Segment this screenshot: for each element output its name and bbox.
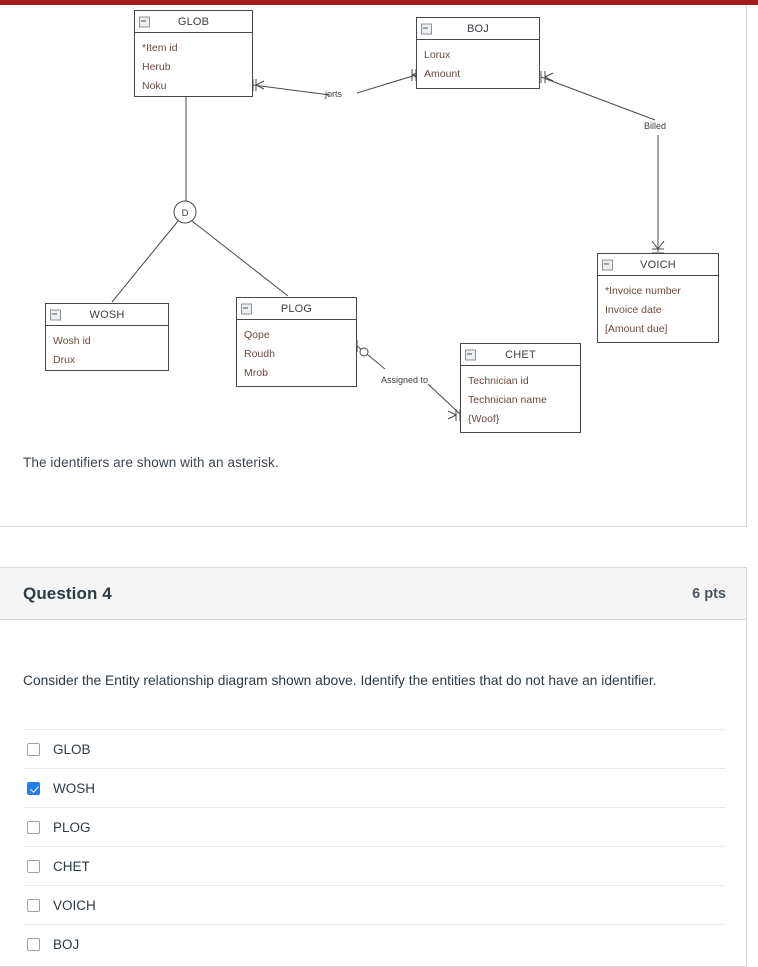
entity-attributes: Qope Roudh Mrob	[237, 320, 356, 388]
entity-glob[interactable]: GLOB *Item id Herub Noku	[134, 10, 253, 97]
entity-boj[interactable]: BOJ Lorux Amount	[416, 17, 540, 89]
entity-attribute: Invoice date	[605, 303, 662, 316]
entity-name: BOJ	[467, 22, 489, 35]
answer-option-plog[interactable]: PLOG	[23, 807, 726, 846]
entity-attribute: Wosh id	[53, 334, 91, 347]
checkbox-icon[interactable]	[27, 937, 40, 951]
entity-name: GLOB	[177, 15, 210, 28]
entity-header: WOSH	[46, 304, 168, 326]
entity-attribute: Drux	[53, 353, 76, 366]
answer-option-label: GLOB	[53, 741, 91, 757]
entity-attribute: Noku	[142, 79, 167, 92]
answer-option-label: BOJ	[53, 936, 80, 952]
answer-option-label: PLOG	[53, 819, 91, 835]
checkbox-icon[interactable]	[27, 898, 40, 912]
entity-name: VOICH	[640, 258, 676, 271]
relationship-label-billed: Billed	[644, 121, 667, 131]
entity-header: BOJ	[417, 18, 539, 40]
collapse-minus-icon[interactable]	[465, 349, 476, 360]
entity-attribute: Qope	[244, 328, 270, 341]
collapse-minus-icon[interactable]	[139, 16, 150, 27]
entity-name: PLOG	[280, 302, 313, 315]
entity-header: CHET	[461, 344, 580, 366]
question-prompt: Consider the Entity relationship diagram…	[23, 673, 657, 688]
entity-plog[interactable]: PLOG Qope Roudh Mrob	[236, 297, 357, 387]
answer-option-wosh[interactable]: WOSH	[23, 768, 726, 807]
question-header: Question 4 6 pts	[0, 568, 746, 620]
entity-attributes: *Invoice number Invoice date [Amount due…	[598, 276, 718, 344]
entity-attribute: Technician id	[468, 374, 529, 387]
entity-attribute: *Invoice number	[605, 284, 681, 297]
diagram-note: The identifiers are shown with an asteri…	[23, 455, 279, 470]
answer-option-chet[interactable]: CHET	[23, 846, 726, 885]
answer-option-label: CHET	[53, 858, 90, 874]
relationship-label-assigned-to: Assigned to	[381, 375, 429, 385]
entity-attribute: Roudh	[244, 347, 275, 360]
question-title: Question 4	[23, 583, 112, 603]
diagram-card: D GLOB *Item id Herub Noku BOJ Lorux Amo…	[0, 5, 747, 527]
checkbox-icon[interactable]	[27, 859, 40, 873]
entity-attribute: *Item id	[142, 41, 178, 54]
entity-attribute: Amount	[424, 67, 461, 80]
er-diagram: D GLOB *Item id Herub Noku BOJ Lorux Amo…	[0, 5, 746, 475]
er-connectors: D	[111, 69, 665, 421]
entity-attribute: {Woof}	[468, 412, 500, 425]
relationship-label-jorts: jorts	[325, 89, 343, 99]
collapse-minus-icon[interactable]	[241, 303, 252, 314]
entity-header: VOICH	[598, 254, 718, 276]
answer-option-boj[interactable]: BOJ	[23, 924, 726, 963]
answer-option-voich[interactable]: VOICH	[23, 885, 726, 924]
entity-voich[interactable]: VOICH *Invoice number Invoice date [Amou…	[597, 253, 719, 343]
entity-header: GLOB	[135, 11, 252, 33]
answer-option-glob[interactable]: GLOB	[23, 729, 726, 768]
collapse-minus-icon[interactable]	[421, 23, 432, 34]
answer-option-label: WOSH	[53, 780, 95, 796]
entity-attributes: Wosh id Drux	[46, 326, 168, 375]
checkbox-icon[interactable]	[27, 820, 40, 834]
svg-text:D: D	[182, 208, 189, 219]
entity-attributes: Lorux Amount	[417, 40, 539, 89]
entity-attributes: Technician id Technician name {Woof}	[461, 366, 580, 434]
entity-attribute: Lorux	[424, 48, 451, 61]
entity-header: PLOG	[237, 298, 356, 320]
entity-attributes: *Item id Herub Noku	[135, 33, 252, 101]
question-points: 6 pts	[692, 585, 726, 602]
checkbox-icon[interactable]	[27, 742, 40, 756]
entity-attribute: Herub	[142, 60, 171, 73]
collapse-minus-icon[interactable]	[602, 259, 613, 270]
question-card: Question 4 6 pts Consider the Entity rel…	[0, 567, 747, 967]
entity-attribute: Technician name	[468, 393, 547, 406]
answer-options-list: GLOB WOSH PLOG CHET VOICH BOJ	[0, 729, 746, 963]
entity-attribute: Mrob	[244, 366, 268, 379]
entity-chet[interactable]: CHET Technician id Technician name {Woof…	[460, 343, 581, 433]
collapse-minus-icon[interactable]	[50, 309, 61, 320]
entity-name: CHET	[505, 348, 536, 361]
entity-name: WOSH	[89, 308, 125, 321]
answer-option-label: VOICH	[53, 897, 96, 913]
top-accent-bar	[0, 0, 758, 5]
entity-attribute: [Amount due]	[605, 322, 668, 335]
checkbox-checked-icon[interactable]	[27, 781, 40, 795]
entity-wosh[interactable]: WOSH Wosh id Drux	[45, 303, 169, 371]
